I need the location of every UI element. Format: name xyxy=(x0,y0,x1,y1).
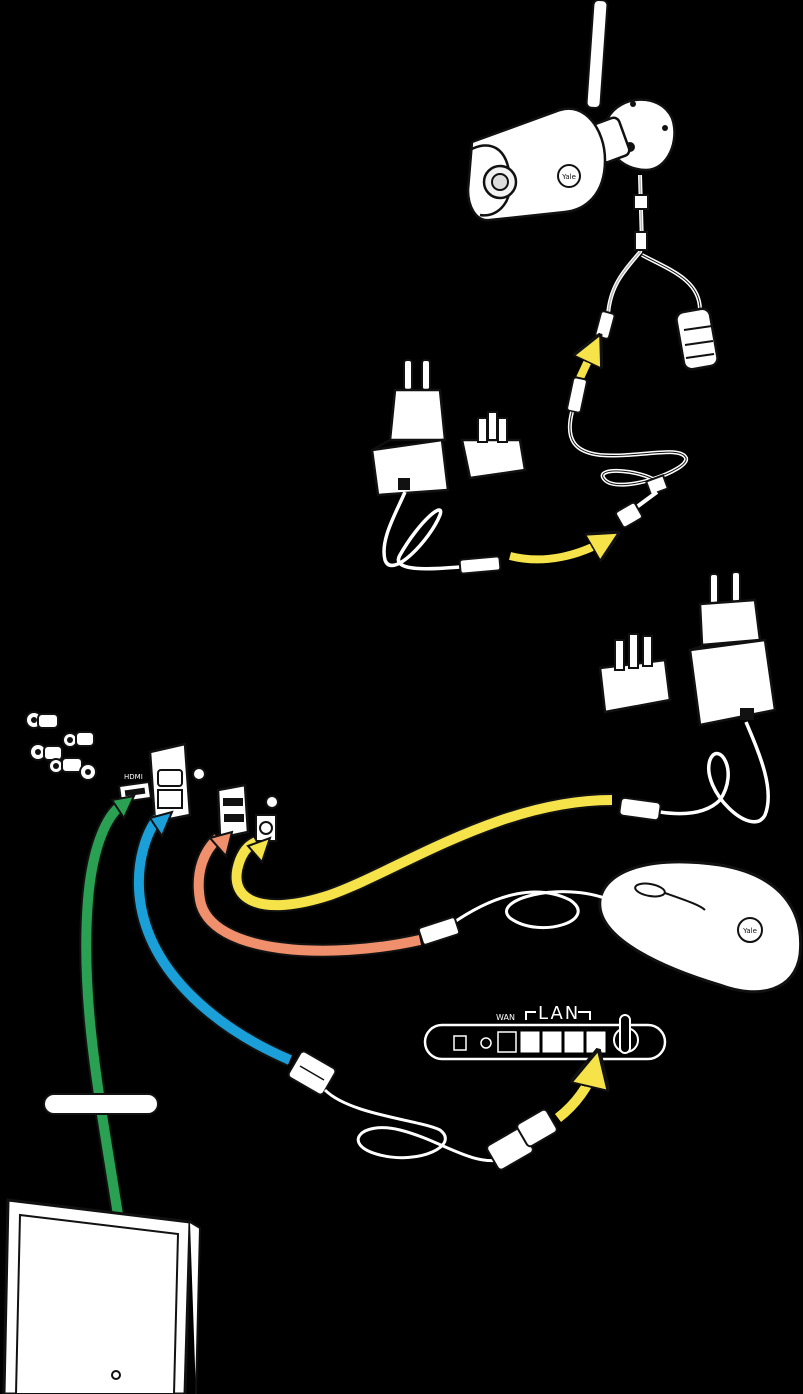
network-cable xyxy=(287,1050,594,1171)
camera-brand-logo: Yale xyxy=(561,173,576,181)
camera: Yale xyxy=(370,0,719,575)
rj45-plug-icon xyxy=(675,307,719,371)
uk-plug-icon xyxy=(598,633,672,714)
camera-adapter-cable xyxy=(382,491,471,571)
router-icon: WAN LAN xyxy=(423,1003,667,1061)
hdmi-label: HDMI xyxy=(124,773,143,781)
power-adapter-icon xyxy=(688,571,777,727)
uk-plug-icon xyxy=(460,411,527,480)
antenna-icon xyxy=(585,0,609,110)
camera-body: Yale xyxy=(466,107,607,222)
camera-power-connect-arrow xyxy=(509,540,606,564)
recorder-adapter-cable xyxy=(659,721,770,824)
vga-port-icon xyxy=(148,742,206,824)
camera-pigtail-cable xyxy=(594,174,719,371)
mouse-cable xyxy=(449,890,611,930)
rj45-plug-icon xyxy=(486,1108,558,1171)
mouse-brand-logo: Yale xyxy=(742,927,757,935)
power-adapter-icon xyxy=(370,359,450,497)
rj45-plug-icon xyxy=(287,1050,337,1096)
monitor-icon xyxy=(2,1093,202,1394)
separator-bar xyxy=(43,1093,159,1115)
bnc-connectors-icon xyxy=(25,711,97,781)
wan-label: WAN xyxy=(496,1013,515,1022)
camera-power-arrow xyxy=(580,348,594,380)
network-cable-arrow xyxy=(554,1068,594,1122)
lan-label: LAN xyxy=(538,1003,580,1024)
camera-extension-cable xyxy=(566,376,688,529)
mouse-icon: Yale xyxy=(417,860,803,994)
dc-port-icon xyxy=(255,795,279,842)
usb-port-icon xyxy=(216,783,250,840)
recorder-power-adapter xyxy=(598,571,777,824)
